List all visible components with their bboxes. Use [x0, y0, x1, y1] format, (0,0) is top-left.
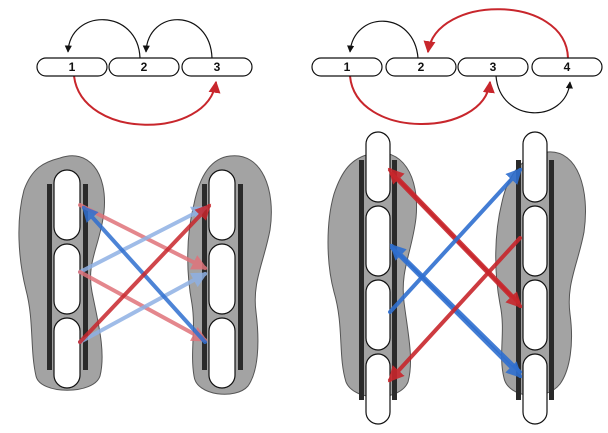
frame-bar [392, 160, 397, 400]
arc-2-to-1 [347, 20, 419, 59]
left-skate-three-wheel [18, 155, 106, 391]
wheel-1 [53, 169, 81, 241]
right-skate-four-wheel [495, 131, 586, 425]
wheel-1 [522, 131, 548, 203]
arc-3-to-4 [495, 75, 573, 114]
frame-bar [47, 184, 52, 370]
rotation-arrows-three-wheel [78, 203, 212, 344]
rotation-arrows-four-wheel [387, 167, 523, 383]
wheel-2 [522, 205, 548, 277]
arc-4-to-2 [423, 8, 569, 59]
wheel-3 [208, 317, 236, 389]
wheel-4 [365, 353, 391, 425]
wheel-pill-2: 2 [385, 57, 457, 77]
wheel-2 [365, 205, 391, 277]
rotation-arrow-blue-light [78, 272, 208, 344]
three-wheel-sequence: 1 2 3 [36, 19, 253, 126]
left-skate-four-wheel [327, 131, 418, 425]
arc-1-to-3 [73, 75, 221, 126]
rotation-arrow-red-light [78, 203, 208, 270]
frame-bar [516, 160, 521, 400]
four-wheel-panel: 1 2 3 4 [311, 8, 603, 425]
wheel-label-2: 2 [141, 60, 148, 74]
wheel-label-3: 3 [490, 60, 497, 74]
arc-3-to-2 [142, 19, 213, 59]
wheel-pill-3: 3 [181, 57, 253, 77]
wheel-2 [208, 243, 236, 315]
wheel-1 [208, 169, 236, 241]
wheel-label-2: 2 [418, 60, 425, 74]
frame-bar [359, 160, 364, 400]
wheel-label-4: 4 [564, 60, 571, 74]
wheel-pill-3: 3 [457, 57, 529, 77]
wheel-label-1: 1 [69, 60, 76, 74]
rotation-arrow-blue-light [78, 206, 208, 274]
wheel-pill-4: 4 [531, 57, 603, 77]
wheel-pill-2: 2 [108, 57, 180, 77]
four-wheel-sequence: 1 2 3 4 [311, 8, 603, 125]
frame-bar [549, 160, 554, 400]
wheel-2 [53, 243, 81, 315]
wheel-3 [522, 279, 548, 351]
frame-bar [238, 184, 243, 370]
wheel-label-3: 3 [214, 60, 221, 74]
arc-2-to-1 [64, 19, 141, 59]
arc-1-to-3 [349, 75, 495, 125]
rotation-arrow-blue [390, 246, 523, 379]
wheel-label-1: 1 [344, 60, 351, 74]
rotation-arrow-blue [388, 167, 523, 314]
wheel-1 [365, 131, 391, 203]
rotation-arrow-red [387, 236, 522, 383]
wheel-pill-1: 1 [36, 57, 108, 77]
three-wheel-panel: 1 2 3 [18, 19, 272, 395]
rotation-arrow-red [78, 203, 212, 344]
wheel-4 [522, 353, 548, 425]
wheel-pill-1: 1 [311, 57, 383, 77]
wheel-3 [365, 279, 391, 351]
wheel-3 [53, 317, 81, 389]
